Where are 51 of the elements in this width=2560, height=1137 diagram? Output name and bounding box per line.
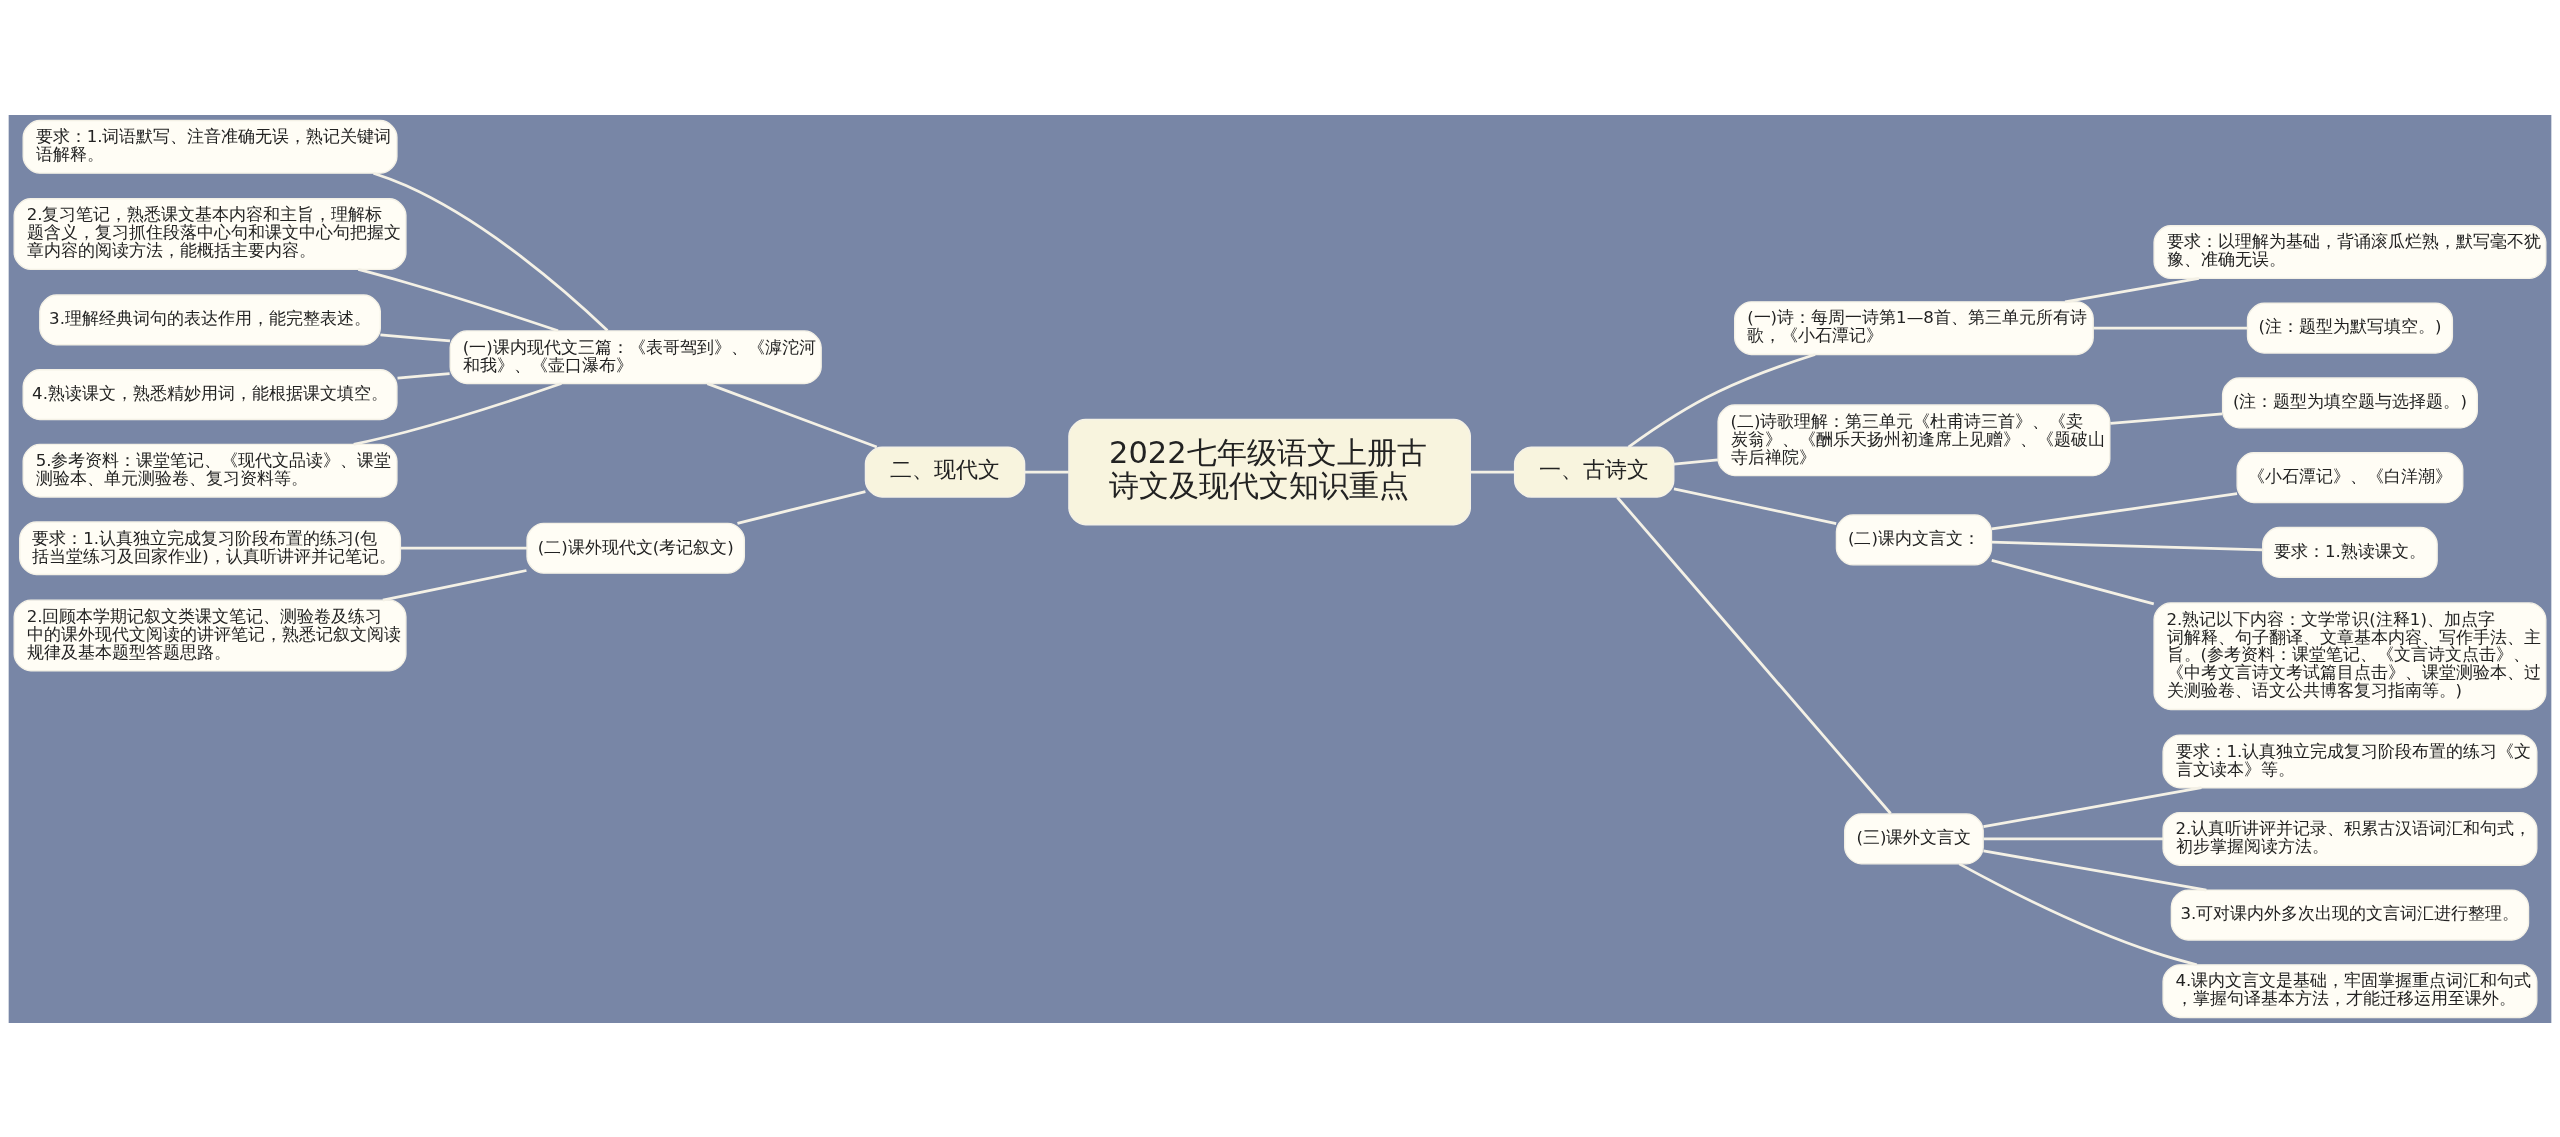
connector (1983, 785, 2202, 828)
connector (382, 568, 527, 601)
connector (380, 332, 451, 342)
node-box: 2022七年级语文上册古诗文及现代文知识重点 (1068, 418, 1471, 525)
connector (1470, 470, 1515, 473)
node-box: 4.课内文言文是基础，牢固掌握重点词汇和句式，掌握句译基本方法，才能迁移运用至课外。 (2162, 963, 2538, 1018)
connector (1958, 862, 2198, 966)
node-box: 3.可对课内外多次出现的文言词汇进行整理。 (2170, 888, 2530, 941)
node-box: 3.理解经典词句的表达作用，能完整表述。 (39, 293, 381, 345)
node-box: 《小石潭记》、《白洋潮》 (2236, 451, 2464, 503)
node-box: (注：题型为默写填空。) (2246, 302, 2454, 354)
connector (1983, 837, 2163, 840)
connector (1627, 352, 1816, 448)
connector (400, 546, 527, 550)
node-box: 二、现代文 (864, 446, 1026, 498)
node-box: 要求：1.认真独立完成复习阶段布置的练习(包括当堂练习及回家作业)，认真听讲评并记笔记。 (19, 520, 402, 575)
node-box: (二)课外现代文(考记叙文) (526, 522, 746, 574)
node-box: (一)课内现代文三篇：《表哥驾到》、《滹沱河和我》、《壶口瀑布》 (449, 329, 822, 384)
node-box: (注：题型为填空题与选择题。) (2221, 376, 2478, 428)
connector (1616, 495, 1892, 814)
node-box: (二)课内文言文： (1835, 513, 1993, 566)
connector (1991, 558, 2155, 605)
connector (2064, 276, 2200, 303)
node-box: 2.认真听讲评并记录、积累古汉语词汇和句式，初步掌握阅读方法。 (2162, 811, 2538, 866)
connector (353, 381, 562, 446)
connector (2093, 326, 2248, 330)
connector (373, 171, 609, 331)
node-box: 要求：1.认真独立完成复习阶段布置的练习《文言文读本》等。 (2162, 733, 2538, 788)
node-box: 5.参考资料：课堂笔记、《现代文品读》、课堂测验本、单元测验卷、复习资料等。 (22, 443, 398, 498)
connector (2110, 411, 2223, 425)
node-box: 一、古诗文 (1513, 446, 1675, 498)
node-box: 要求：1.词语默写、注音准确无误，熟记关键词语解释。 (22, 119, 398, 174)
connector (1024, 470, 1069, 473)
node-box: 2.回顾本学期记叙文类课文笔记、测验卷及练习中的课外现代文阅读的讲评笔记，熟悉记叙文阅读规律及基本题型答题思路。 (13, 598, 407, 671)
connector (357, 267, 559, 332)
connector (1673, 457, 1718, 466)
connector (1673, 487, 1837, 525)
node-box: 4.熟读课文，熟悉精妙用词，能根据课文填空。 (22, 368, 398, 420)
node-box: (二)诗歌理解：第三单元《杜甫诗三首》、《卖炭翁》、《酬乐天扬州初逢席上见赠》、《题破山寺后禅院》 (1717, 403, 2111, 476)
connector (1983, 849, 2207, 891)
connector (1991, 491, 2238, 530)
node-box: 2.熟记以下内容：文学常识(注释1)、加点字词解释、句子翻译、文章基本内容、写作手法、主旨。(参考资料：课堂笔记、《文言诗文点击》、《中考文言诗文考试篇目点击》、课堂测验本、过关测验卷、语文公共博客复习指南等。) (2153, 601, 2547, 710)
connector (1991, 540, 2263, 551)
node-box: (一)诗：每周一诗第1—8首、第三单元所有诗歌，《小石潭记》 (1734, 300, 2094, 355)
node-box: (三)课外文言文 (1844, 812, 1984, 864)
node-box: 要求：1.熟读课文。 (2262, 526, 2438, 578)
node-box: 2.复习笔记，熟悉课文基本内容和主旨，理解标题含义，复习抓住段落中心句和课文中心句把握文章内容的阅读方法，能概括主要内容。 (13, 197, 407, 270)
connector (397, 371, 450, 380)
connector (706, 381, 878, 448)
connector (737, 489, 866, 525)
node-box: 要求：以理解为基础，背诵滚瓜烂熟，默写毫不犹豫、准确无误。 (2153, 224, 2547, 279)
